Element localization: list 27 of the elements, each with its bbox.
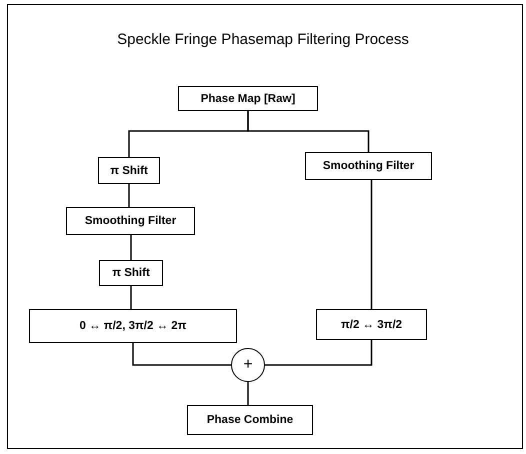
process-box	[187, 405, 313, 435]
process-box	[178, 86, 318, 111]
node-label: 0 ↔ π/2, 3π/2 ↔ 2π	[80, 320, 186, 332]
process-box	[316, 309, 427, 340]
node-label: Smoothing Filter	[84, 215, 176, 227]
connector-line	[370, 180, 372, 309]
node-label: Smoothing Filter	[322, 160, 414, 172]
process-box	[305, 152, 432, 180]
process-box	[66, 207, 195, 235]
connector-line	[128, 184, 130, 207]
node-label: Phase Map [Raw]	[200, 92, 296, 104]
sum-junction-circle	[231, 348, 265, 382]
node-label: π/2 ↔ 3π/2	[340, 318, 402, 330]
connector-line	[265, 340, 372, 366]
connector-line	[130, 235, 132, 260]
connector-line	[130, 286, 132, 309]
connector-line	[247, 111, 370, 152]
process-box	[98, 157, 160, 184]
diagram-title: Speckle Fringe Phasemap Filtering Process	[116, 31, 410, 48]
node-label: Phase Combine	[206, 414, 294, 426]
node-label: π Shift	[110, 164, 148, 176]
process-box	[99, 260, 163, 286]
node-label: π Shift	[112, 267, 150, 279]
connector-line	[132, 343, 231, 366]
process-box	[29, 309, 237, 343]
connector-line	[247, 382, 249, 405]
node-label: +	[243, 356, 253, 374]
